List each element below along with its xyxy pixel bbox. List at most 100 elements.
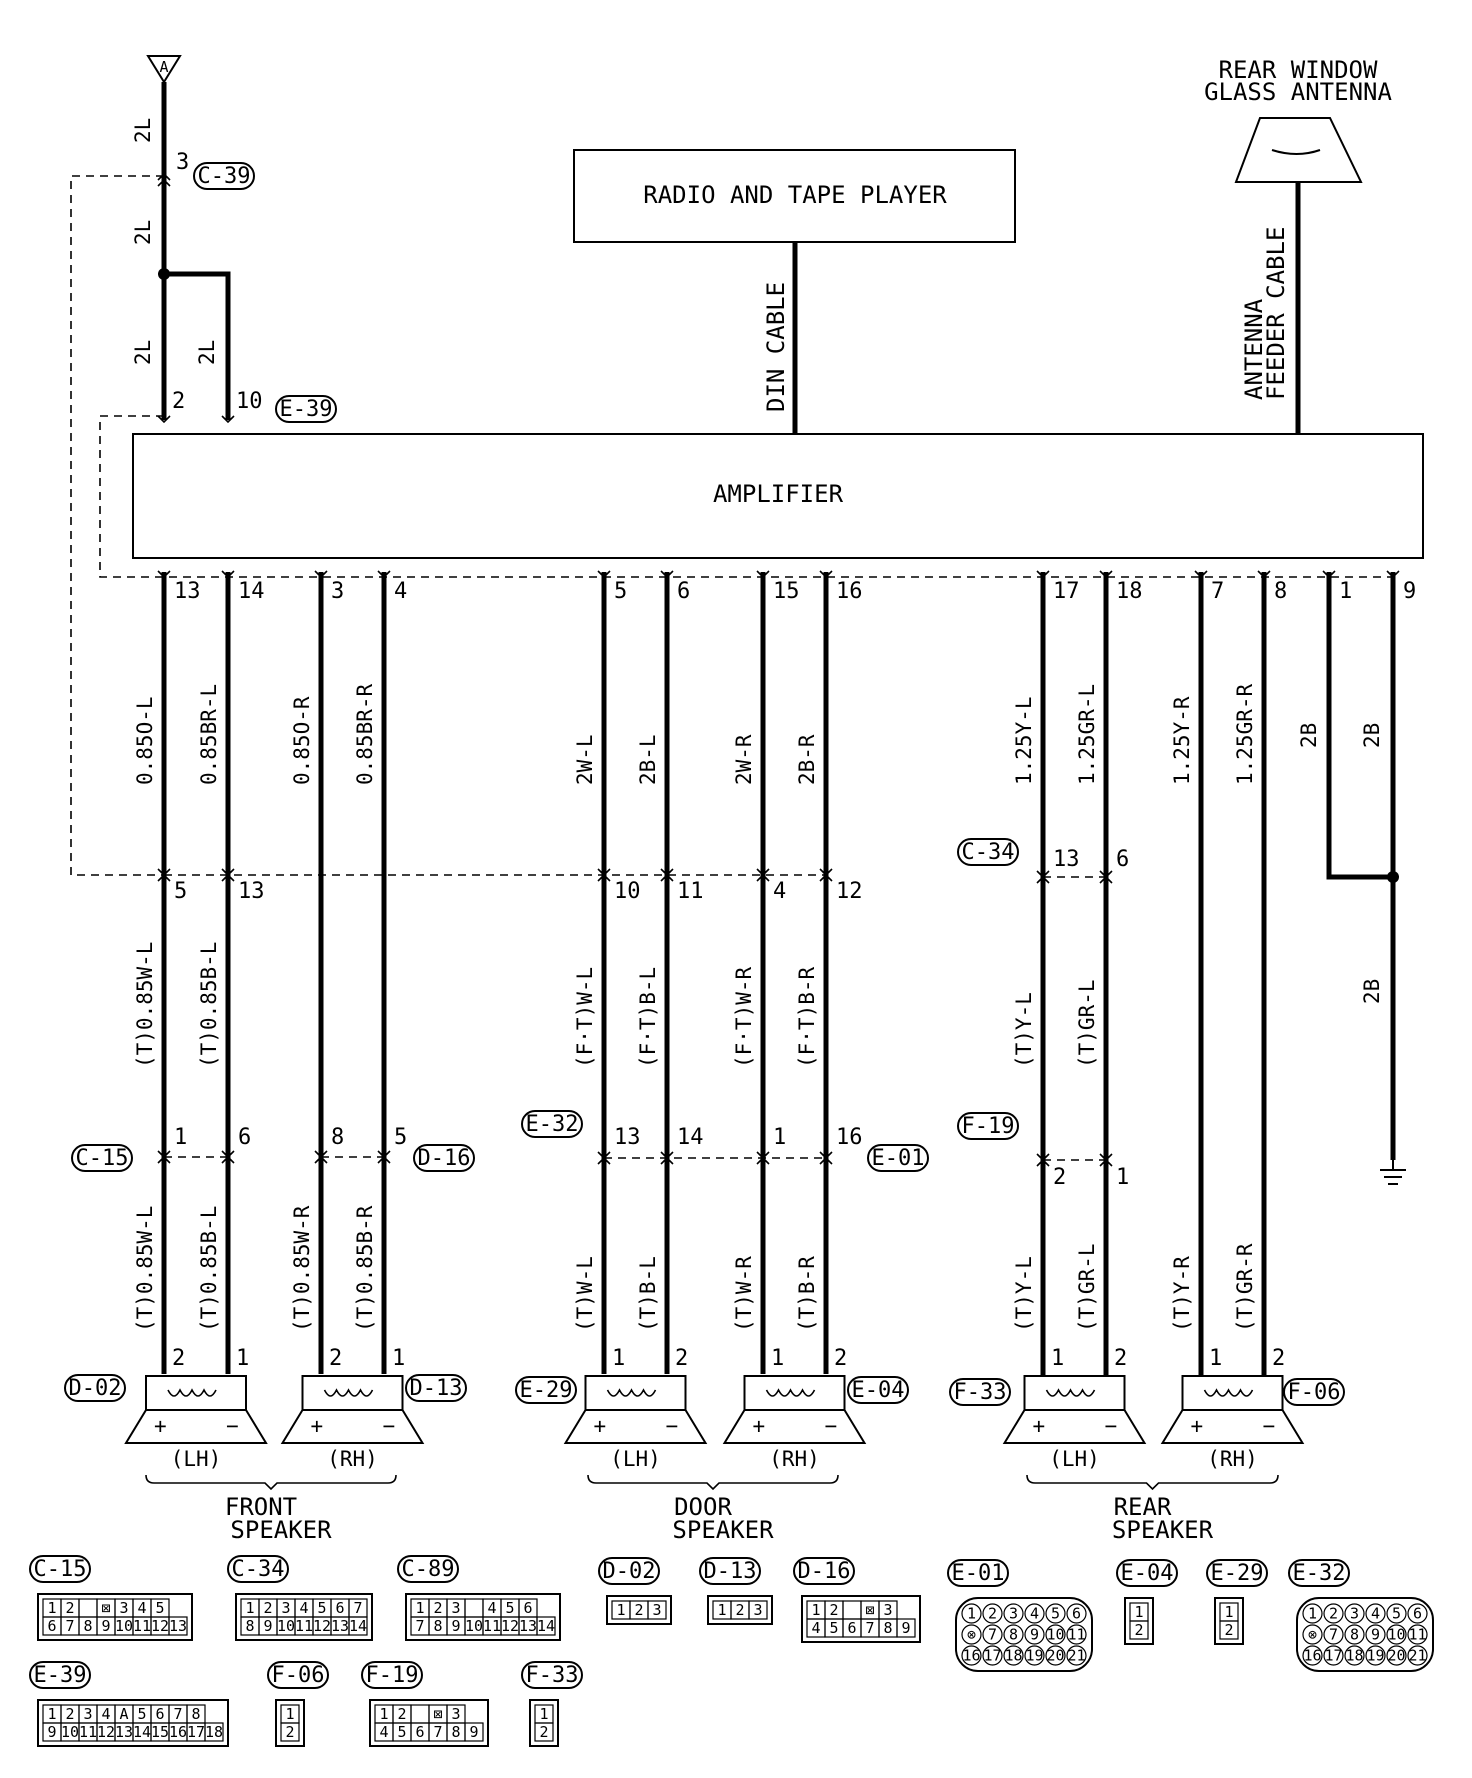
connector-tag-label: F-33: [954, 1380, 1007, 1405]
wire-label: (T)Y-L: [1012, 1256, 1036, 1332]
connector-pin: 20: [1046, 1647, 1064, 1665]
connector-a-label: A: [159, 58, 168, 76]
wire-label: (F·T)B-R: [795, 966, 819, 1068]
connector-pin: 9: [263, 1617, 272, 1635]
connector-pin: 21: [1067, 1647, 1085, 1665]
speaker-pin: 2: [834, 1346, 847, 1371]
speaker-side: (RH): [327, 1447, 378, 1471]
connector-pin: 1: [47, 1705, 56, 1723]
connector-tag: D-16: [793, 1557, 855, 1585]
connector-pin: 7: [65, 1617, 74, 1635]
connector-tag: E-39: [29, 1661, 91, 1689]
connector-tag: D-02: [64, 1374, 126, 1402]
connector-pin: 4: [101, 1705, 110, 1723]
connector-tag: E-01: [867, 1144, 929, 1172]
connector-tag-label: D-02: [603, 1559, 656, 1584]
connector-pin: 12: [313, 1617, 331, 1635]
connector-pin: 5: [137, 1705, 146, 1723]
connector-pin: 2: [735, 1601, 744, 1619]
connector-pin: 5: [1051, 1605, 1060, 1623]
connector-pin: 5: [1392, 1605, 1401, 1623]
pin-label: 1: [174, 1125, 187, 1150]
connector-pin: 12: [151, 1617, 169, 1635]
connector-pin: 7: [865, 1619, 874, 1637]
wire-2l-a: 2L: [131, 118, 155, 143]
pin-label: 13: [238, 879, 265, 904]
speaker-pin: 1: [1209, 1346, 1222, 1371]
wire-2b-c: 2B: [1360, 979, 1384, 1004]
connector-pin: 6: [523, 1599, 532, 1617]
speaker-side: (LH): [171, 1447, 222, 1471]
wire-label: (T)0.85B-R: [353, 1205, 377, 1332]
connector-pin: 2: [988, 1605, 997, 1623]
wire-2l-d: 2L: [195, 340, 219, 365]
speaker-pin: 2: [1272, 1346, 1285, 1371]
connector-pin: 6: [1413, 1605, 1422, 1623]
connector-pin: 3: [451, 1705, 460, 1723]
connector-pin: 13: [169, 1617, 187, 1635]
connector-pin: 11: [79, 1723, 97, 1741]
connector-tag-label: E-39: [280, 397, 333, 422]
connector-pin: 9: [451, 1617, 460, 1635]
connector-pin: 2: [397, 1705, 406, 1723]
wire-label: 2B-R: [795, 734, 819, 785]
connector-tag: C-39: [193, 162, 255, 190]
connector-pin: 5: [155, 1599, 164, 1617]
connector-pin: 4: [379, 1723, 388, 1741]
group-bracket: [587, 1474, 839, 1491]
connector-tag-label: F-19: [366, 1663, 419, 1688]
pin-label: 3: [331, 579, 344, 604]
connector-pin: 18: [1004, 1647, 1022, 1665]
connector-tag-label: D-13: [704, 1559, 757, 1584]
wire-label: (T)0.85W-L: [133, 942, 157, 1068]
speaker-pin: 1: [771, 1346, 784, 1371]
connector-pin: 9: [101, 1617, 110, 1635]
connector-tag: D-13: [405, 1374, 467, 1402]
pin-label: 14: [238, 579, 265, 604]
connector-pin: 9: [1371, 1626, 1380, 1644]
wire-label: 1.25Y-R: [1170, 696, 1194, 785]
connector-pin: 4: [1030, 1605, 1039, 1623]
group-bracket: [145, 1474, 397, 1491]
connector-tag: E-04: [1116, 1559, 1178, 1587]
wire-label: (T)GR-L: [1075, 979, 1099, 1068]
connector-pin: 8: [451, 1723, 460, 1741]
connector-pin: ⊠: [433, 1705, 442, 1723]
connector-tag-label: C-34: [962, 840, 1015, 865]
connector-tag: E-29: [1206, 1559, 1268, 1587]
connector-pin: 3: [1009, 1605, 1018, 1623]
polarity-plus: +: [594, 1414, 607, 1438]
connector-pin: 3: [1350, 1605, 1359, 1623]
connector-pin: 6: [47, 1617, 56, 1635]
connector-pin: 15: [151, 1723, 169, 1741]
connector-tag: E-04: [847, 1376, 909, 1404]
connector-pin: 11: [1067, 1626, 1085, 1644]
antenna-cable-label-1: ANTENNA: [1240, 298, 1268, 400]
pin-label: 1: [1116, 1165, 1129, 1190]
connector-pin: ⊠: [865, 1601, 874, 1619]
pin-label: 10: [614, 879, 641, 904]
connector-pin: 6: [155, 1705, 164, 1723]
wire-label: (F·T)W-L: [573, 967, 597, 1068]
connector-pin: 2: [433, 1599, 442, 1617]
pin-label: 5: [394, 1125, 407, 1150]
connector-pin: 11: [1408, 1626, 1426, 1644]
amplifier-box: [132, 433, 1424, 559]
connector-pin: 11: [295, 1617, 313, 1635]
antenna-title-1: REAR WINDOW: [1219, 56, 1378, 84]
wire-label: 0.85O-L: [133, 696, 157, 785]
connector-pin: 2: [1134, 1621, 1143, 1639]
connector-pin: 3: [652, 1601, 661, 1619]
connector-pin: 3: [281, 1599, 290, 1617]
pin-label: 13: [174, 579, 201, 604]
connector-pin: 3: [883, 1601, 892, 1619]
group-label: DOOR: [674, 1493, 732, 1521]
connector-a-triangle: [146, 55, 182, 84]
